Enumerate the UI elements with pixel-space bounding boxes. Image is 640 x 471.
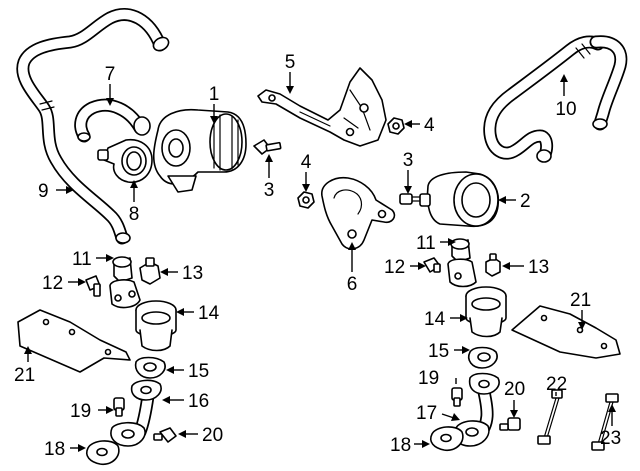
hose-7 — [74, 98, 151, 143]
bracket-6 — [321, 176, 396, 250]
callout-14-right: 14 — [424, 309, 446, 330]
hose-9 — [16, 8, 170, 245]
bolt-3-left — [253, 139, 282, 155]
sensor-22 — [537, 389, 563, 445]
valve-14-left — [135, 300, 177, 352]
callout-21-right: 21 — [570, 290, 591, 311]
gasket-15-right — [467, 346, 498, 369]
valve-11-left — [109, 256, 141, 309]
callout-20-left: 20 — [202, 425, 223, 446]
sensor-19-left — [113, 397, 125, 417]
callout-21-left: 21 — [14, 365, 35, 386]
air-pump-1 — [152, 108, 247, 193]
callout-15-left: 15 — [188, 361, 209, 382]
callout-16: 16 — [188, 391, 209, 412]
callout-3-right: 3 — [403, 150, 414, 171]
leaders — [24, 72, 616, 452]
bolt-12-right — [423, 257, 441, 273]
callout-19-right: 19 — [418, 368, 439, 389]
callout-18-right: 18 — [390, 435, 411, 456]
callout-8: 8 — [129, 204, 140, 225]
callout-14-left: 14 — [198, 303, 220, 324]
callout-17: 17 — [416, 403, 437, 424]
callout-3-left: 3 — [264, 180, 275, 201]
callout-23: 23 — [600, 428, 621, 449]
pipe-16 — [110, 379, 162, 447]
callout-19-left: 19 — [70, 401, 91, 422]
callout-4-lower: 4 — [301, 152, 312, 173]
callout-4-upper: 4 — [424, 115, 435, 136]
valve-14-right — [465, 286, 507, 338]
callout-11-right: 11 — [416, 233, 436, 254]
heat-shield-21-right — [511, 305, 621, 359]
nut-4-lower — [297, 191, 315, 209]
bracket-5 — [257, 67, 387, 147]
callouts: 1 2 3 3 4 4 5 6 7 8 9 10 11 11 12 12 13 … — [14, 52, 621, 460]
hose-10 — [483, 35, 628, 163]
sensor-13-left — [139, 257, 161, 285]
callout-11-left: 11 — [72, 249, 92, 270]
gasket-15-left — [134, 356, 166, 379]
valve-11-right — [447, 238, 477, 288]
canister-2 — [419, 171, 500, 228]
bolt-3-right — [399, 193, 421, 205]
pipe-17 — [454, 372, 500, 447]
callout-13-left: 13 — [182, 263, 203, 284]
gasket-18-right — [429, 426, 464, 452]
elbow-8 — [97, 138, 153, 184]
heat-shield-21-left — [17, 309, 131, 373]
callout-22: 22 — [546, 374, 567, 395]
bolt-12-left — [85, 275, 101, 297]
callout-20-right: 20 — [504, 379, 525, 400]
callout-15-right: 15 — [428, 341, 449, 362]
callout-10: 10 — [555, 99, 576, 120]
callout-5: 5 — [285, 52, 296, 73]
callout-18-left: 18 — [44, 439, 65, 460]
sensor-13-right — [485, 253, 501, 277]
callout-12-right: 12 — [384, 257, 405, 278]
gasket-18-left — [85, 440, 120, 466]
callout-13-right: 13 — [528, 257, 549, 278]
callout-12-left: 12 — [42, 273, 63, 294]
callout-6: 6 — [347, 274, 358, 295]
nut-4-upper — [387, 117, 405, 135]
callout-7: 7 — [105, 64, 116, 85]
bolt-20-right — [499, 417, 521, 431]
callout-2: 2 — [520, 191, 531, 212]
callout-1: 1 — [209, 84, 220, 105]
callout-9: 9 — [38, 181, 49, 202]
sensor-19-right — [451, 387, 463, 407]
bolt-20-left — [153, 427, 177, 443]
